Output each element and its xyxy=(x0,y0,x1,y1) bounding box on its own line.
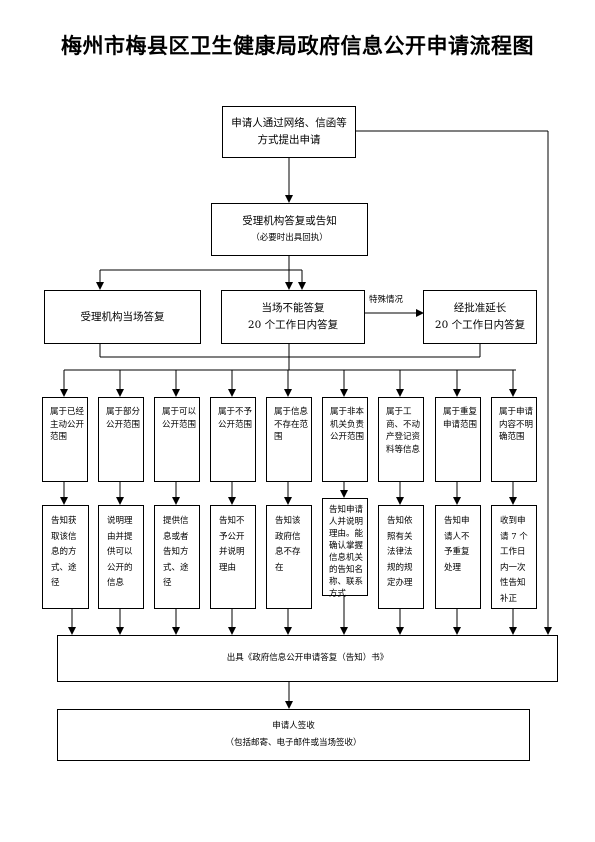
result-text: 告知依照有关法律法规的规定办理 xyxy=(387,516,413,588)
sign-receipt-line1: 申请人签收 xyxy=(272,721,315,731)
extension-line2: 20 个工作日内答复 xyxy=(434,319,526,331)
accept-reply-line1: 受理机构答复或告知 xyxy=(242,214,337,227)
accept-reply-line2: （必要时出具回执） xyxy=(251,232,328,243)
result-box: 告知获取该信息的方式、途径 xyxy=(42,505,89,609)
category-box: 属于可以公开范围 xyxy=(154,397,200,482)
category-box: 属于信息不存在范围 xyxy=(266,397,312,482)
category-text: 属于部分公开范围 xyxy=(106,407,141,430)
category-text: 属于已经主动公开范围 xyxy=(50,407,85,442)
result-box: 说明理由并提供可以公开的信息 xyxy=(98,505,144,609)
result-text: 告知获取该信息的方式、途径 xyxy=(51,516,77,588)
result-text: 说明理由并提供可以公开的信息 xyxy=(107,516,133,588)
category-text: 属于申请内容不明确范围 xyxy=(499,407,534,442)
not-onsite-reply-box: 当场不能答复 20 个工作日内答复 xyxy=(221,290,365,344)
result-text: 提供信息或者告知方式、途径 xyxy=(163,516,189,588)
category-text: 属于信息不存在范围 xyxy=(274,407,309,442)
result-box: 告知该政府信息不存在 xyxy=(266,505,312,609)
result-text: 告知不予公开并说明理由 xyxy=(219,516,245,573)
category-text: 属于不予公开范围 xyxy=(218,407,253,430)
category-text: 属于工商、不动产登记资料等信息 xyxy=(386,407,421,455)
onsite-reply-label: 受理机构当场答复 xyxy=(80,310,165,323)
category-text: 属于可以公开范围 xyxy=(162,407,197,430)
result-text: 收到申请 7 个工作日内一次性告知补正 xyxy=(500,516,528,604)
not-onsite-line1: 当场不能答复 xyxy=(261,302,325,314)
result-box: 告知申请人不予重复处理 xyxy=(435,505,481,609)
extension-line1: 经批准延长 xyxy=(453,302,507,314)
result-box: 告知不予公开并说明理由 xyxy=(210,505,256,609)
submit-application-box: 申请人通过网络、信函等 方式提出申请 xyxy=(222,106,356,158)
result-box: 告知申请人并说明理由。能确认掌握信息机关的告知名称、联系方式 xyxy=(322,498,368,599)
onsite-reply-box: 受理机构当场答复 xyxy=(44,290,201,344)
category-text: 属于重复申请范围 xyxy=(443,407,478,430)
category-text: 属于非本机关负责公开范围 xyxy=(330,407,365,442)
accept-reply-box: 受理机构答复或告知 （必要时出具回执） xyxy=(211,203,368,256)
category-box: 属于工商、不动产登记资料等信息 xyxy=(378,397,424,482)
sign-receipt-line2: （包括邮寄、电子邮件或当场签收） xyxy=(225,738,362,748)
category-box: 属于部分公开范围 xyxy=(98,397,144,482)
category-box: 属于非本机关负责公开范围 xyxy=(322,397,368,482)
result-box: 提供信息或者告知方式、途径 xyxy=(154,505,200,609)
page-title: 梅州市梅县区卫生健康局政府信息公开申请流程图 xyxy=(61,34,534,58)
result-box: 收到申请 7 个工作日内一次性告知补正 xyxy=(491,505,537,609)
result-text: 告知申请人并说明理由。能确认掌握信息机关的告知名称、联系方式 xyxy=(329,505,364,599)
not-onsite-line2: 20 个工作日内答复 xyxy=(247,319,339,331)
category-box: 属于重复申请范围 xyxy=(435,397,481,482)
special-case-label: 特殊情况 xyxy=(369,295,404,305)
issue-reply-box: 出具《政府信息公开申请答复（告知）书》 xyxy=(57,635,558,682)
category-box: 属于申请内容不明确范围 xyxy=(491,397,537,482)
category-box: 属于不予公开范围 xyxy=(210,397,256,482)
sign-receipt-box: 申请人签收 （包括邮寄、电子邮件或当场签收） xyxy=(57,709,530,761)
result-box: 告知依照有关法律法规的规定办理 xyxy=(378,505,424,609)
category-box: 属于已经主动公开范围 xyxy=(42,397,88,482)
result-text: 告知该政府信息不存在 xyxy=(275,516,301,573)
result-text: 告知申请人不予重复处理 xyxy=(444,516,470,573)
submit-application-line2: 方式提出申请 xyxy=(257,134,321,146)
issue-reply-label: 出具《政府信息公开申请答复（告知）书》 xyxy=(226,653,389,663)
submit-application-line1: 申请人通过网络、信函等 xyxy=(231,117,347,129)
extension-box: 经批准延长 20 个工作日内答复 xyxy=(423,290,537,344)
